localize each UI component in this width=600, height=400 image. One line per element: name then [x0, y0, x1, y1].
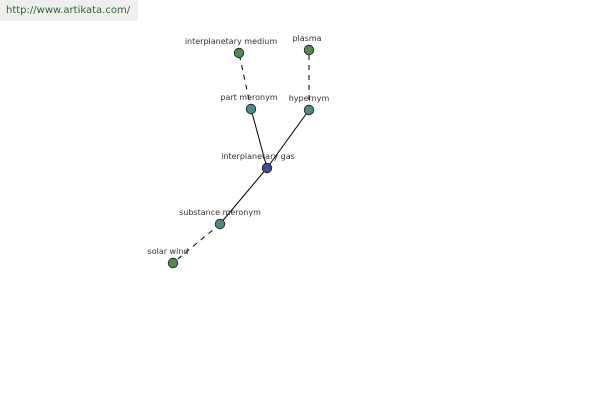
edge-interplanetary-gas-to-part-meronym	[250, 108, 268, 169]
edges-layer	[172, 50, 310, 264]
node-label-interplanetary-medium[interactable]: interplanetary medium	[185, 37, 278, 46]
node-label-solar-wind[interactable]: solar wind	[148, 247, 189, 256]
nodes-layer: interplanetary gas part meronym hypernym su…	[148, 34, 330, 269]
node-solar-wind[interactable]: solar wind	[148, 247, 189, 269]
edge-interplanetary-gas-to-substance-meronym	[219, 167, 268, 225]
node-marker-plasma[interactable]	[303, 44, 315, 56]
node-part-meronym[interactable]: part meronym	[220, 93, 278, 115]
node-marker-substance-meronym[interactable]	[214, 218, 226, 230]
node-marker-hypernym[interactable]	[303, 104, 315, 116]
node-label-interplanetary-gas[interactable]: interplanetary gas	[221, 152, 295, 161]
node-marker-part-meronym[interactable]	[245, 103, 257, 115]
node-marker-solar-wind[interactable]	[167, 257, 179, 269]
node-label-substance-meronym[interactable]: substance meronym	[179, 208, 261, 217]
node-interplanetary-gas[interactable]: interplanetary gas	[221, 152, 295, 174]
edge-interplanetary-gas-to-hypernym	[266, 109, 310, 169]
node-substance-meronym[interactable]: substance meronym	[179, 208, 261, 230]
node-label-plasma[interactable]: plasma	[292, 34, 321, 43]
node-hypernym[interactable]: hypernym	[289, 94, 330, 116]
node-interplanetary-medium[interactable]: interplanetary medium	[185, 37, 278, 59]
node-marker-interplanetary-gas[interactable]	[261, 162, 273, 174]
edge-substance-meronym-to-solar-wind	[172, 223, 221, 264]
node-marker-interplanetary-medium[interactable]	[233, 47, 245, 59]
node-plasma[interactable]: plasma	[292, 34, 322, 56]
site-url-banner[interactable]: http://www.artikata.com/	[0, 0, 138, 21]
node-label-hypernym[interactable]: hypernym	[289, 94, 330, 103]
node-label-part-meronym[interactable]: part meronym	[220, 93, 277, 102]
